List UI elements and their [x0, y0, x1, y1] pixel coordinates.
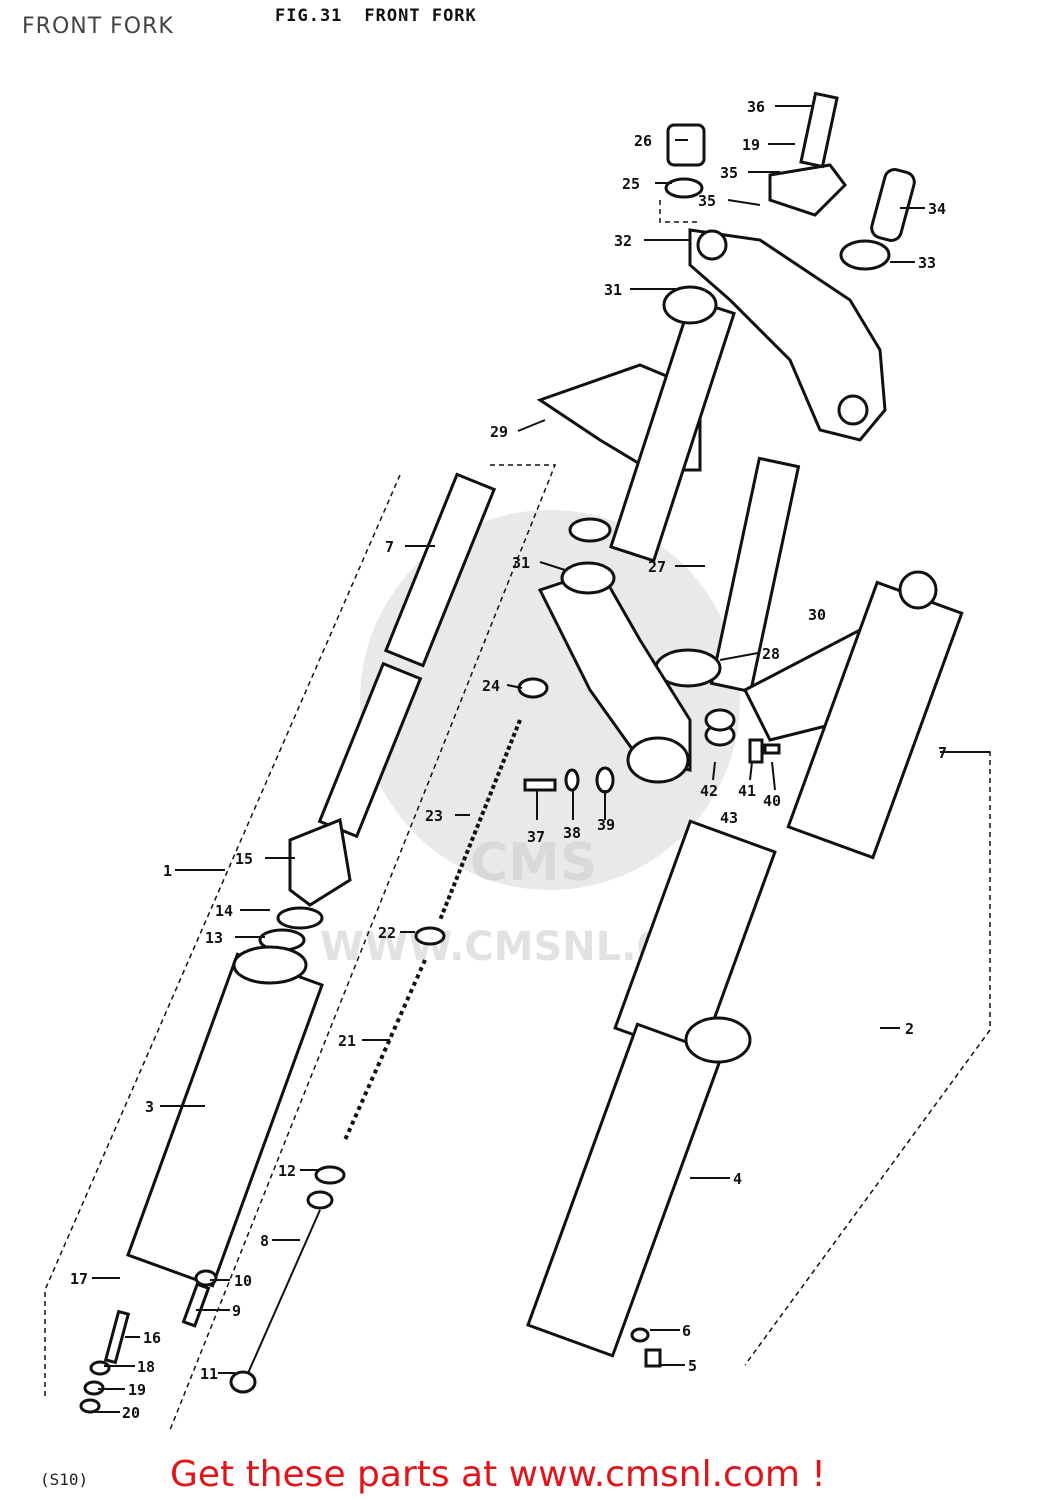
callout-11: 11 — [200, 1365, 218, 1383]
callout-1: 1 — [163, 862, 172, 880]
callout-37: 37 — [527, 828, 545, 846]
watermark-brand: CMS — [470, 833, 597, 893]
callout-7-right: 7 — [938, 744, 947, 762]
callout-4: 4 — [733, 1170, 742, 1188]
springs-and-hardware — [79, 719, 662, 1414]
callout-6: 6 — [682, 1322, 691, 1340]
callout-10: 10 — [234, 1272, 252, 1290]
callout-33: 33 — [918, 254, 936, 272]
callout-18: 18 — [137, 1358, 155, 1376]
callout-14: 14 — [215, 902, 233, 920]
upper-bracket — [536, 285, 736, 563]
figure-title: FIG.31 FRONT FORK — [275, 6, 499, 26]
left-fork-assembly — [126, 472, 497, 1288]
callout-25: 25 — [622, 175, 640, 193]
callout-23: 23 — [425, 807, 443, 825]
callout-20: 20 — [122, 1404, 140, 1422]
callout-28: 28 — [762, 645, 780, 663]
callout-2: 2 — [905, 1020, 914, 1038]
callout-31-lower: 31 — [512, 554, 530, 572]
figure-number: FIG.31 — [275, 6, 343, 26]
callout-3: 3 — [145, 1098, 154, 1116]
callout-19: 19 — [742, 136, 760, 154]
callout-21: 21 — [338, 1032, 356, 1050]
model-code: (S10) — [40, 1470, 89, 1489]
callout-8: 8 — [260, 1232, 269, 1250]
callout-40: 40 — [763, 792, 781, 810]
callout-35: 35 — [720, 164, 738, 182]
callout-5: 5 — [688, 1357, 697, 1375]
callout-32: 32 — [614, 232, 632, 250]
callout-39: 39 — [597, 816, 615, 834]
callout-38: 38 — [563, 824, 581, 842]
callout-19-lower: 19 — [128, 1381, 146, 1399]
callout-36: 36 — [747, 98, 765, 116]
callout-30: 30 — [808, 606, 826, 624]
callout-16: 16 — [143, 1329, 161, 1347]
handlebar-clamp-assembly — [664, 91, 916, 442]
callout-27: 27 — [648, 558, 666, 576]
callout-labels: 36 19 26 35 25 35 34 32 33 31 29 7 31 27… — [70, 98, 947, 1422]
leader-lines — [92, 105, 990, 1413]
callout-7: 7 — [385, 538, 394, 556]
callout-15: 15 — [235, 850, 253, 868]
steering-stem — [517, 456, 801, 784]
callout-41: 41 — [738, 782, 756, 800]
callout-22: 22 — [378, 924, 396, 942]
callout-12: 12 — [278, 1162, 296, 1180]
callout-17: 17 — [70, 1270, 88, 1288]
callout-31: 31 — [604, 281, 622, 299]
callout-43: 43 — [720, 809, 738, 827]
callout-35-lower: 35 — [698, 192, 716, 210]
callout-26: 26 — [634, 132, 652, 150]
figure-caption: FRONT FORK — [364, 6, 477, 26]
callout-24: 24 — [482, 677, 500, 695]
page-title: FRONT FORK — [22, 14, 174, 39]
callout-29: 29 — [490, 423, 508, 441]
callout-9: 9 — [232, 1302, 241, 1320]
right-fork-assembly — [526, 570, 964, 1358]
callout-42: 42 — [700, 782, 718, 800]
callout-34: 34 — [928, 200, 946, 218]
callout-13: 13 — [205, 929, 223, 947]
promo-link-text[interactable]: Get these parts at www.cmsnl.com ! — [170, 1454, 826, 1495]
